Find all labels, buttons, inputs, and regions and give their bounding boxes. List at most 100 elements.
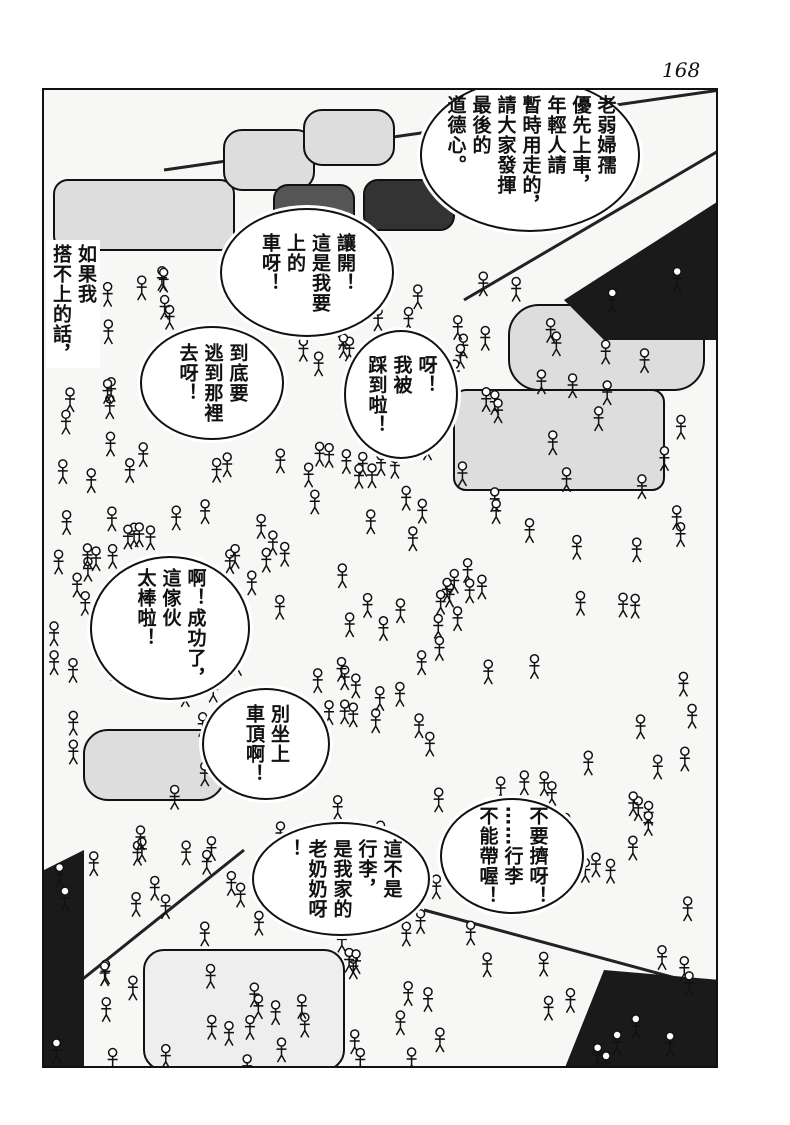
crowd-person-body: [348, 963, 359, 980]
crowd-person-head: [171, 505, 181, 515]
crowd-person-head: [298, 336, 309, 347]
crowd-person-head: [401, 921, 412, 932]
crowd-person-head: [575, 590, 586, 601]
crowd-person-body: [401, 494, 412, 511]
crowd-person-head: [150, 875, 160, 886]
crowd-person-body: [605, 867, 616, 884]
crowd-person-body: [171, 514, 182, 531]
crowd-person-body: [201, 858, 212, 875]
crowd-person-body: [434, 1036, 445, 1053]
crowd-person-body: [671, 513, 682, 531]
crowd-person-body: [68, 719, 79, 736]
crowd-person-head: [61, 509, 72, 520]
crowd-person-body: [344, 956, 355, 973]
crowd-person-head: [107, 1047, 118, 1058]
crowd-person-head: [275, 821, 286, 831]
crowd-person-body: [593, 414, 604, 432]
crowd-person-body: [206, 844, 217, 862]
crowd-person-body: [431, 883, 442, 900]
crowd-person-body: [131, 900, 142, 918]
crowd-person-body: [344, 345, 355, 362]
crowd-person-head: [592, 1042, 603, 1053]
crowd-person-body: [246, 579, 257, 596]
crowd-person-body: [442, 586, 453, 603]
crowd-person-head: [543, 995, 554, 1006]
crowd-person-body: [135, 834, 146, 851]
crowd-person-head: [567, 373, 578, 383]
crowd-person-head: [80, 590, 91, 601]
speech-if-not: 如果我 搭不上的話，: [46, 240, 100, 368]
crowd-person-head: [276, 1037, 287, 1047]
crowd-person-body: [607, 296, 618, 314]
crowd-person-body: [88, 859, 99, 877]
crowd-person-body: [538, 960, 549, 977]
crowd-person-body: [561, 475, 572, 493]
crowd-person-head: [207, 1014, 217, 1025]
crowd-person-head: [417, 498, 428, 509]
crowd-person-head: [601, 1051, 611, 1061]
crowd-person-body: [134, 531, 145, 548]
crowd-person-head: [103, 319, 114, 329]
bubble-line: 我被: [390, 354, 413, 395]
bubble-line: 如果我: [75, 244, 97, 304]
crowd-person-body: [338, 342, 349, 359]
crowd-person-head: [433, 613, 444, 624]
crowd-person-body: [433, 622, 444, 639]
crowd-person-head: [395, 598, 406, 608]
crowd-person-head: [158, 267, 169, 278]
crowd-person-head: [643, 800, 654, 811]
crowd-person-head: [406, 1047, 417, 1057]
crowd-person-head: [49, 650, 59, 660]
crowd-person-head: [435, 589, 446, 600]
crowd-person-head: [671, 505, 682, 515]
crowd-person-head: [349, 1029, 360, 1039]
crowd-person-body: [434, 644, 445, 661]
crowd-person-body: [72, 581, 83, 598]
crowd-person-head: [529, 654, 540, 664]
crowd-person-body: [104, 402, 115, 420]
crowd-person-head: [416, 650, 427, 660]
crowd-person-head: [247, 570, 257, 580]
crowd-person-head: [105, 431, 116, 442]
bubble-line: 太棒啦！: [134, 568, 157, 648]
crowd-person-body: [536, 378, 547, 395]
crowd-person-head: [593, 406, 604, 416]
crowd-person-body: [67, 666, 78, 683]
crowd-person-body: [99, 970, 110, 987]
crowd-person-body: [687, 712, 698, 729]
crowd-person-head: [336, 656, 347, 667]
crowd-person-body: [309, 498, 320, 515]
crowd-person-body: [82, 565, 93, 582]
crowd-person-head: [652, 754, 663, 764]
crowd-person-body: [160, 1052, 171, 1066]
crowd-person-body: [401, 930, 412, 947]
crowd-person-body: [145, 533, 156, 551]
crowd-person-body: [68, 748, 79, 765]
crowd-person-head: [583, 750, 594, 761]
crowd-person-body: [602, 389, 613, 406]
crowd-person-head: [312, 668, 323, 678]
crowd-person-body: [101, 1005, 112, 1023]
crowd-person-head: [161, 1043, 171, 1054]
crowd-person-body: [312, 676, 323, 694]
speech-bubble-stepped: 呀！ 我被 踩到啦！: [344, 330, 458, 459]
crowd-person-head: [339, 699, 350, 709]
crowd-person-head: [519, 770, 530, 780]
crowd-person-head: [561, 467, 572, 477]
crowd-person-head: [401, 485, 411, 496]
crowd-person-head: [54, 862, 65, 873]
crowd-person-body: [223, 1029, 234, 1046]
crowd-person-body: [678, 680, 689, 697]
crowd-person-head: [538, 951, 549, 962]
crowd-person-body: [435, 598, 446, 615]
crowd-person-body: [682, 904, 693, 922]
crowd-person-head: [181, 840, 191, 850]
crowd-person-head: [197, 712, 208, 722]
crowd-person-head: [431, 874, 442, 884]
crowd-person-body: [631, 546, 642, 563]
crowd-person-head: [65, 387, 75, 397]
crowd-person-body: [628, 799, 639, 817]
crowd-person-body: [267, 539, 278, 556]
bubble-line: 去呀！: [176, 343, 199, 403]
crowd-person-head: [131, 891, 141, 902]
